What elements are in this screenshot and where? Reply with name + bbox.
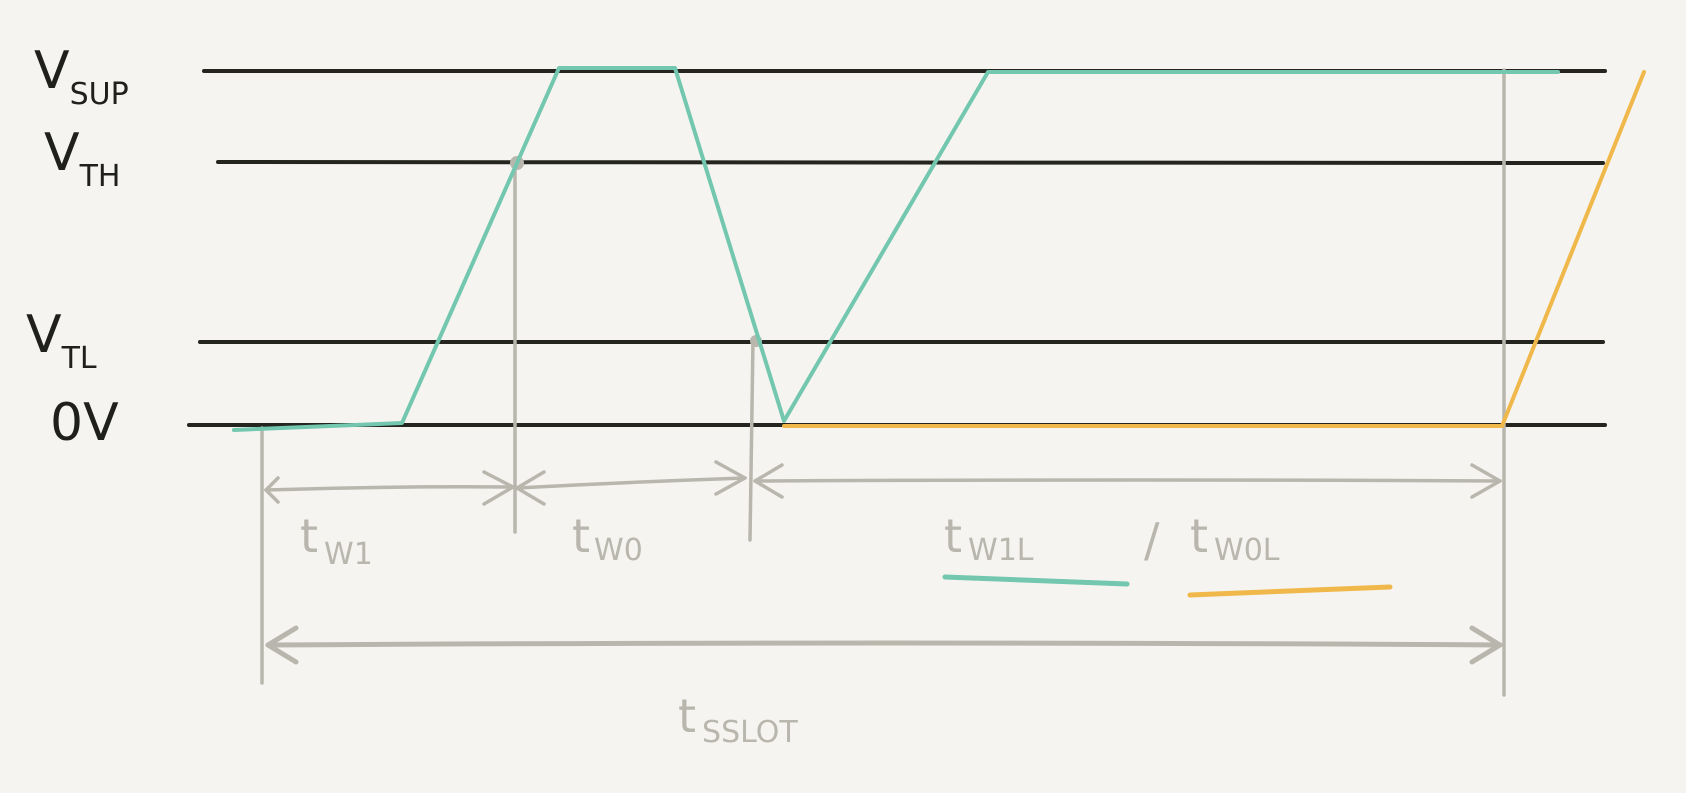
interval-separator: / <box>1144 513 1160 567</box>
write-0-waveform <box>782 70 1646 428</box>
vtl-reference-line <box>198 339 1605 344</box>
tw1-interval-arrow <box>264 470 515 506</box>
vsup-label: VSUP <box>34 41 129 112</box>
tsslot-interval-arrow <box>265 625 1503 665</box>
vth-label: VTH <box>44 123 120 194</box>
zero-volt-label: 0V <box>50 393 119 453</box>
vth-reference-line <box>216 159 1605 165</box>
tw1l-green-underline <box>942 574 1130 587</box>
vtl-crossing-marker <box>748 338 755 542</box>
write-1-waveform <box>232 66 1560 432</box>
tw0l-orange-underline <box>1187 584 1393 598</box>
tw0-interval-arrow <box>515 460 747 506</box>
vtl-label: VTL <box>26 305 97 376</box>
tw1l-tw0l-interval-arrow <box>753 463 1502 499</box>
